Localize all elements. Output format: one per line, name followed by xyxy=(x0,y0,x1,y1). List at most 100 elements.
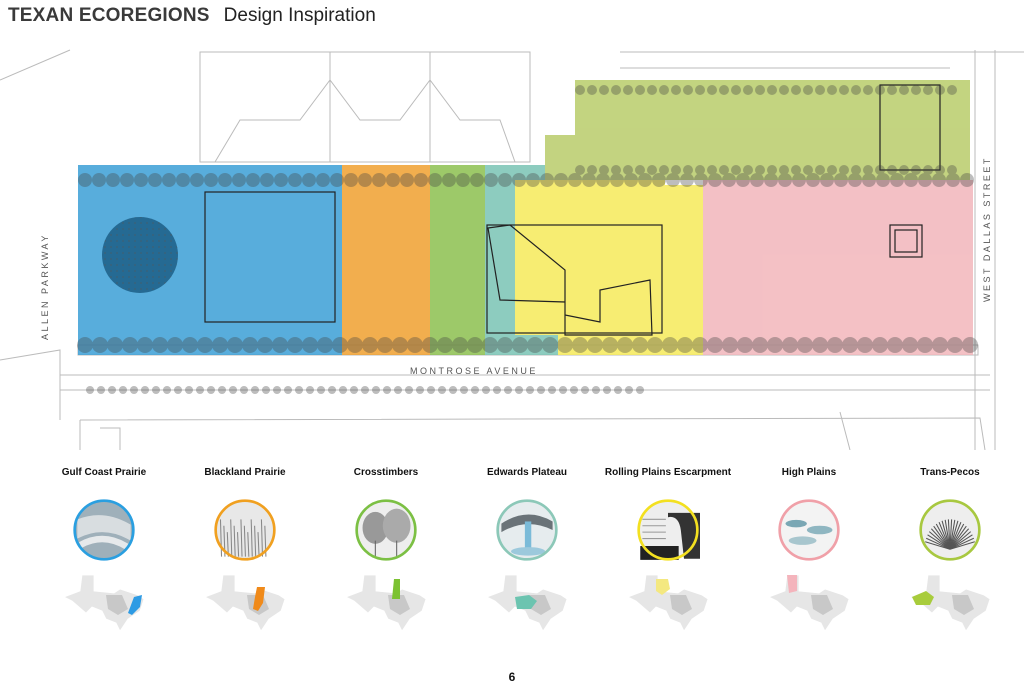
tree xyxy=(599,165,609,175)
tree xyxy=(162,173,176,187)
tree xyxy=(559,386,567,394)
tree xyxy=(635,165,645,175)
tree xyxy=(623,165,633,175)
street-label-west-dallas: WEST DALLAS STREET xyxy=(982,156,992,302)
tree xyxy=(542,337,558,353)
tree xyxy=(827,165,837,175)
tree xyxy=(422,337,438,353)
tree xyxy=(932,173,946,187)
zone-rolling-core xyxy=(515,180,665,335)
tree xyxy=(456,173,470,187)
tree xyxy=(848,173,862,187)
tree xyxy=(872,337,888,353)
tree xyxy=(611,85,621,95)
tree xyxy=(306,386,314,394)
tree xyxy=(736,173,750,187)
ecoregion-zones xyxy=(78,80,973,355)
tree xyxy=(540,173,554,187)
tree xyxy=(207,386,215,394)
tree xyxy=(707,165,717,175)
tree xyxy=(557,337,573,353)
tree xyxy=(767,165,777,175)
tree xyxy=(152,386,160,394)
tree xyxy=(755,85,765,95)
zone-crosstimbers xyxy=(430,165,485,355)
tree xyxy=(839,85,849,95)
tree xyxy=(218,386,226,394)
tree xyxy=(719,165,729,175)
tree xyxy=(812,337,828,353)
ecoregion-item: Trans-Pecos xyxy=(880,466,1020,636)
tree xyxy=(484,173,498,187)
texas-map-icon xyxy=(204,574,286,632)
tree xyxy=(680,173,694,187)
tree xyxy=(623,85,633,95)
tree xyxy=(288,173,302,187)
tree xyxy=(328,386,336,394)
tree xyxy=(482,337,498,353)
tree xyxy=(592,386,600,394)
tree xyxy=(570,386,578,394)
tree xyxy=(260,173,274,187)
zone-high-plains xyxy=(703,180,973,355)
waterfall-icon xyxy=(496,499,558,561)
tree xyxy=(587,85,597,95)
tree xyxy=(470,173,484,187)
texas-map-icon xyxy=(63,574,145,632)
tree xyxy=(851,165,861,175)
street-label-allen: ALLEN PARKWAY xyxy=(40,233,50,340)
tree xyxy=(317,386,325,394)
tree xyxy=(610,173,624,187)
ecoregion-label: Edwards Plateau xyxy=(486,467,568,478)
tree xyxy=(625,386,633,394)
tree xyxy=(190,173,204,187)
tree xyxy=(344,173,358,187)
yucca-icon xyxy=(919,499,981,561)
ecoregion-label: Trans-Pecos xyxy=(920,467,980,478)
tree xyxy=(526,386,534,394)
tree xyxy=(863,85,873,95)
tree xyxy=(918,173,932,187)
tree xyxy=(862,173,876,187)
site-plan: ALLEN PARKWAY MONTROSE AVENUE WEST DALLA… xyxy=(0,49,1024,450)
tall-grass-icon xyxy=(214,499,276,561)
tree xyxy=(377,337,393,353)
texas-map-icon xyxy=(345,574,427,632)
tree xyxy=(962,337,978,353)
tree xyxy=(815,165,825,175)
tree xyxy=(197,337,213,353)
tree xyxy=(405,386,413,394)
tree xyxy=(596,173,610,187)
tree xyxy=(743,85,753,95)
ecoregion-label: High Plains xyxy=(781,467,837,478)
tree xyxy=(107,337,123,353)
texas-map-icon xyxy=(486,574,568,632)
ecoregion-item: Rolling Plains Escarpment xyxy=(598,466,738,636)
tree xyxy=(792,173,806,187)
tree xyxy=(167,337,183,353)
tree xyxy=(257,337,273,353)
tree xyxy=(92,173,106,187)
zone-blackland xyxy=(342,165,430,355)
tree xyxy=(923,165,933,175)
tree xyxy=(743,165,753,175)
tree xyxy=(572,337,588,353)
tree xyxy=(935,85,945,95)
tree xyxy=(683,165,693,175)
tree xyxy=(731,165,741,175)
tree xyxy=(548,386,556,394)
tree xyxy=(659,85,669,95)
tree xyxy=(923,85,933,95)
tree xyxy=(537,386,545,394)
tree xyxy=(122,337,138,353)
zone-trans-pecos xyxy=(545,80,970,180)
tree xyxy=(899,85,909,95)
tree xyxy=(119,386,127,394)
tree xyxy=(791,85,801,95)
tree xyxy=(890,173,904,187)
ecoregion-item: High Plains xyxy=(739,466,879,636)
tree xyxy=(482,386,490,394)
tree xyxy=(427,386,435,394)
tree xyxy=(504,386,512,394)
tree xyxy=(707,337,723,353)
